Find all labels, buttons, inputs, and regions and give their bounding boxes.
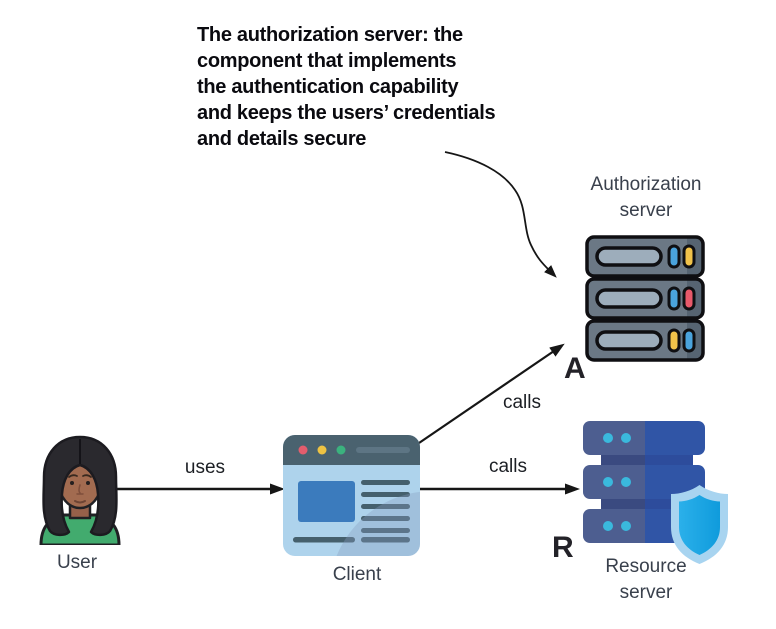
server-rack-icon [585,235,705,362]
calls-resource-label: calls [488,456,527,477]
security-shield-icon [671,485,728,564]
browser-minimize-dot [317,445,327,455]
auth-server-letter: A [564,352,586,385]
client-shade-overlay [329,491,420,556]
calls-auth-label: calls [502,392,541,413]
woman-avatar-icon [39,435,121,545]
browser-maximize-dot [336,445,346,455]
browser-close-dot [298,445,308,455]
annotation-pointer-arrow [444,151,557,278]
user-label: User [56,552,98,573]
calls-auth-arrow [418,343,565,444]
uses-label: uses [184,457,226,478]
resource-server-letter: R [552,531,574,564]
browser-window-icon [283,435,420,556]
annotation-text: The authorization server: the component … [197,24,496,150]
browser-address-bar [356,447,410,453]
client-label: Client [332,564,382,585]
auth-server-label: Authorization server [590,174,702,221]
resource-server-label: Resource server [605,556,687,603]
